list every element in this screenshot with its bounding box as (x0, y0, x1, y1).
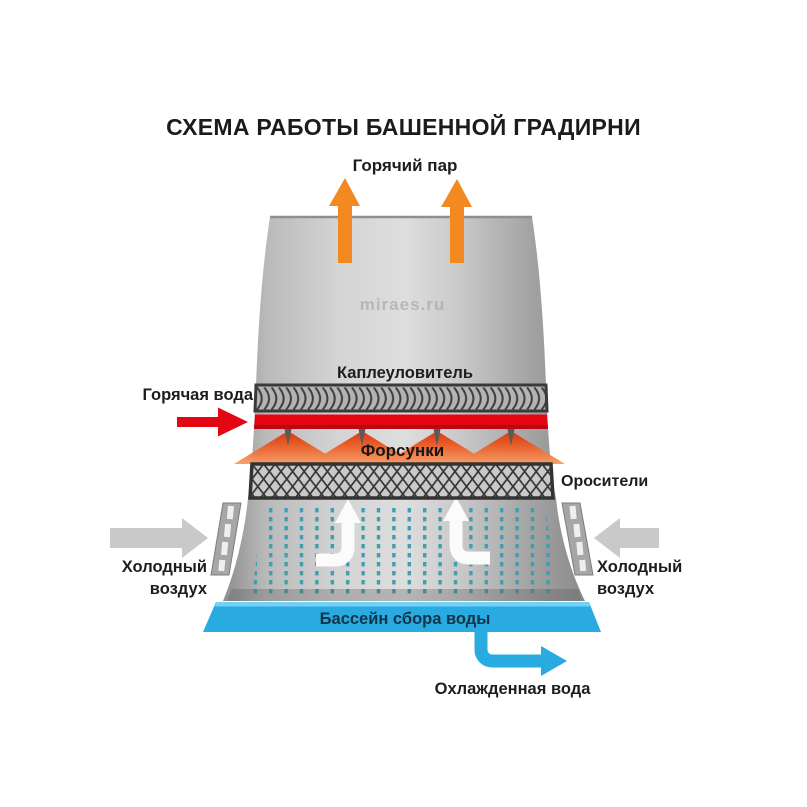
water-basin-highlight (215, 602, 590, 607)
sprinklers-label: Оросители (561, 473, 649, 490)
page-title: СХЕМА РАБОТЫ БАШЕННОЙ ГРАДИРНИ (166, 114, 641, 140)
watermark: miraes.ru (359, 295, 446, 314)
nozzle (358, 429, 366, 446)
spray-cone (383, 431, 491, 464)
cooled-water-arrow (474, 626, 567, 676)
hot-water-pipe-shade (254, 425, 548, 429)
drift-eliminator-band (253, 383, 549, 413)
hot-water-label: Горячая вода (142, 386, 253, 404)
nozzle (507, 429, 515, 446)
cold-air-right-line1: Холодный (597, 558, 683, 576)
sprinkler-fill-band (248, 462, 555, 500)
louver-left (210, 502, 242, 576)
hot-water-arrow (177, 407, 248, 437)
drift-eliminator-label: Каплеуловитель (336, 364, 474, 382)
airflow-arrow-left (316, 499, 361, 567)
cooled-water-arrowhead (541, 646, 567, 676)
steam-arrow-left (329, 178, 360, 263)
nozzle-spray-zone (234, 429, 565, 464)
airflow-arrowhead-right (443, 497, 469, 521)
spray-cone (234, 431, 342, 464)
airflow-arrow-right (443, 497, 490, 565)
nozzles-label: Форсунки (360, 441, 445, 460)
cold-air-right-label: Холодный воздух (597, 556, 707, 600)
spray-cone (308, 431, 416, 464)
basin-shadow (227, 589, 582, 601)
louver-right (561, 502, 594, 576)
cooled-water-label: Охлажденная вода (434, 680, 591, 698)
nozzle (284, 429, 292, 446)
basin-label: Бассейн сбора воды (319, 610, 491, 628)
cold-air-right-line2: воздух (597, 580, 655, 598)
cold-air-left-label: Холодный воздух (108, 556, 207, 600)
water-basin (203, 602, 601, 632)
steam-arrow-right (441, 179, 472, 263)
cold-air-left-line1: Холодный (121, 558, 207, 576)
hot-steam-label: Горячий пар (352, 156, 458, 175)
rain-zone (252, 504, 557, 595)
cold-air-arrow-left (110, 518, 208, 558)
spray-cone (457, 431, 565, 464)
nozzle (433, 429, 441, 446)
cold-air-arrow-right (594, 518, 659, 558)
airflow-arrowhead-left (335, 499, 361, 523)
cold-air-left-line2: воздух (149, 580, 207, 598)
